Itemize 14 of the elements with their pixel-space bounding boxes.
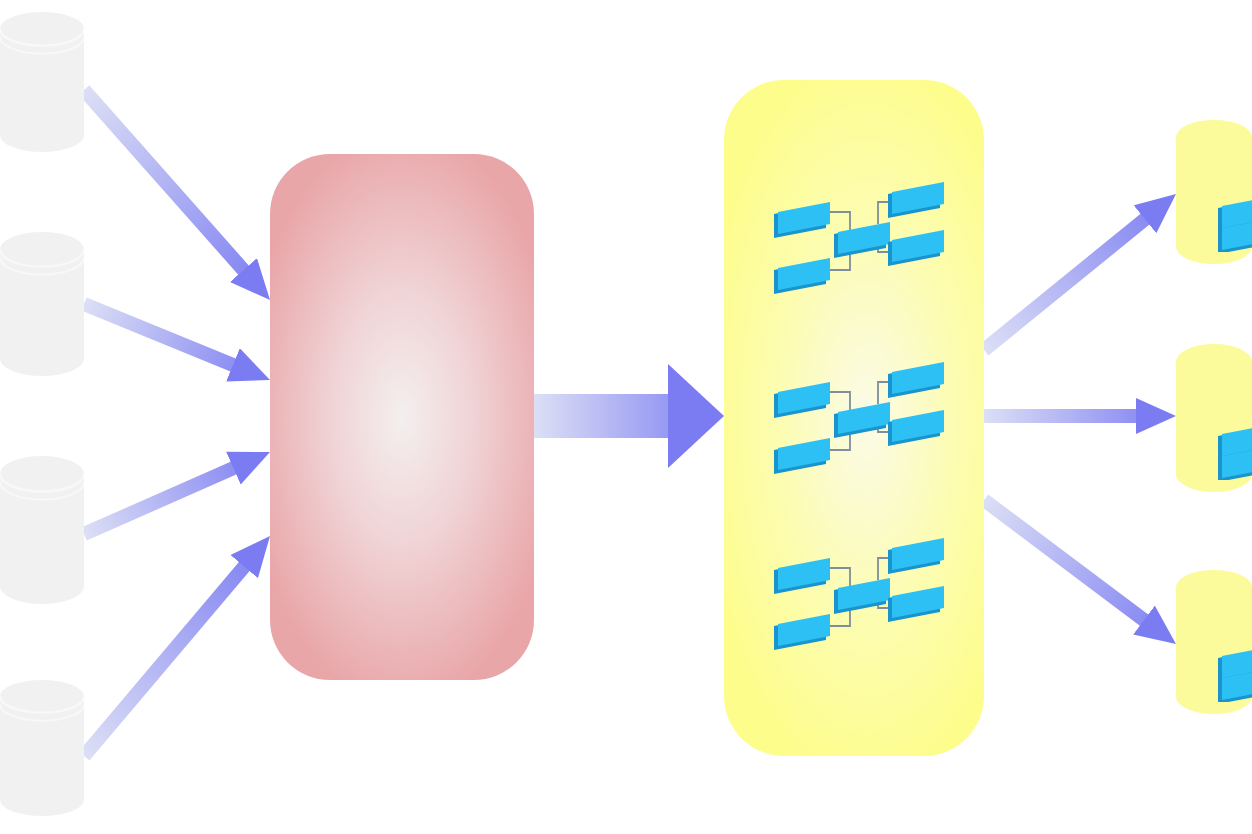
process-block bbox=[270, 154, 534, 680]
thick-arrow bbox=[534, 364, 724, 468]
database-cylinder bbox=[0, 12, 84, 152]
database-cylinder bbox=[0, 680, 84, 816]
arrow bbox=[979, 494, 1181, 650]
server-cylinder bbox=[1176, 570, 1252, 714]
server-group-panel bbox=[724, 80, 984, 756]
arrow bbox=[979, 188, 1181, 356]
database-cylinder bbox=[0, 456, 84, 604]
database-cylinder bbox=[0, 232, 84, 376]
arrow bbox=[81, 297, 273, 387]
server-cylinder bbox=[1176, 120, 1252, 264]
server-cylinder bbox=[1176, 344, 1252, 492]
arrow bbox=[984, 398, 1176, 434]
